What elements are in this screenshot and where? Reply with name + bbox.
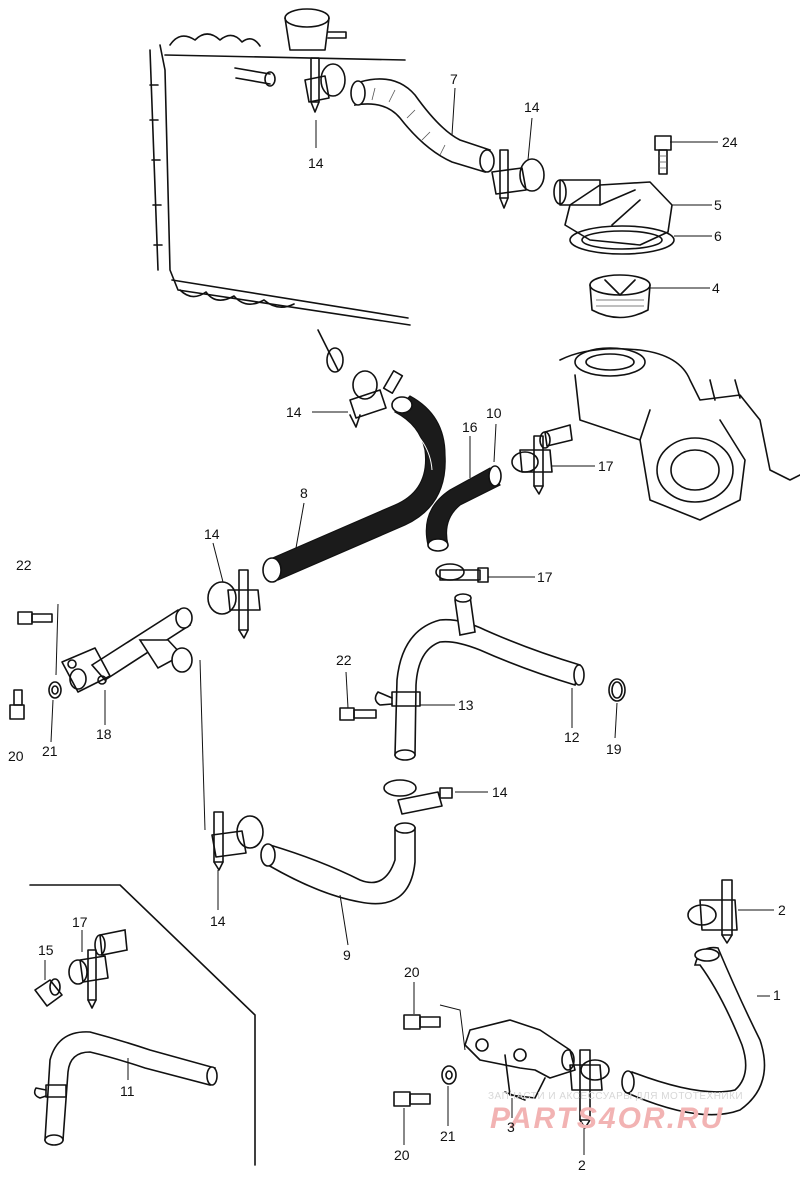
callout-labels: 7 14 14 24 5 6 4 14 16 10 17 8 14 22 17 … — [8, 71, 786, 1173]
inset-hose-stub — [94, 929, 128, 956]
thermostat-cover-5 — [553, 179, 673, 246]
radiator — [149, 8, 411, 373]
hose-7 — [350, 78, 495, 174]
hose-clamp-17a — [511, 435, 553, 495]
hose-8 — [262, 395, 446, 583]
o-ring-19 — [608, 678, 626, 702]
callout-21: 21 — [42, 743, 58, 759]
hose-clamp-14e — [383, 779, 453, 815]
callout-2: 2 — [578, 1157, 586, 1173]
hose-clamp-17c — [68, 949, 109, 1009]
hose-9 — [260, 822, 416, 905]
water-pipe-12 — [394, 593, 585, 761]
hose-clamp-14a — [304, 57, 346, 113]
bolt-24 — [654, 135, 672, 175]
hose-16 — [425, 465, 502, 552]
callout-20: 20 — [404, 964, 420, 980]
clamp-17b — [435, 563, 489, 583]
callout-17: 17 — [537, 569, 553, 585]
callout-12: 12 — [564, 729, 580, 745]
callout-21: 21 — [440, 1128, 456, 1144]
bolt-20c — [393, 1091, 431, 1107]
callout-7: 7 — [450, 71, 458, 87]
bolt-22a — [17, 611, 53, 625]
callout-20: 20 — [394, 1147, 410, 1163]
callout-13: 13 — [458, 697, 474, 713]
leader-lines — [44, 87, 774, 1155]
watermark-logo: PARTS4OR.RU — [490, 1102, 724, 1135]
watermark: ЗАПЧАСТИ И АКСЕССУАРЫ ДЛЯ МОТОТЕХНИКИ PA… — [488, 1091, 743, 1135]
callout-14: 14 — [524, 99, 540, 115]
callout-8: 8 — [300, 485, 308, 501]
gasket-6 — [569, 225, 675, 255]
callout-15: 15 — [38, 942, 54, 958]
callout-3: 3 — [507, 1119, 515, 1135]
water-pipe-18 — [61, 607, 193, 693]
hose-clamp-14f — [211, 811, 264, 871]
pipe-11 — [33, 1031, 218, 1146]
callout-10: 10 — [486, 405, 502, 421]
hose-clamp-2b — [569, 1049, 610, 1129]
callout-14: 14 — [492, 784, 508, 800]
inset-frame — [29, 884, 256, 1166]
callout-1: 1 — [773, 987, 781, 1003]
bracket-13 — [374, 691, 421, 707]
callout-17: 17 — [72, 914, 88, 930]
callout-5: 5 — [714, 197, 722, 213]
callout-22: 22 — [336, 652, 352, 668]
callout-9: 9 — [343, 947, 351, 963]
callout-11: 11 — [120, 1083, 135, 1099]
hose-clamp-2a — [687, 879, 738, 944]
thermostat-4 — [589, 274, 651, 319]
hose-clamp-14c — [349, 370, 404, 428]
callout-14: 14 — [308, 155, 324, 171]
callout-18: 18 — [96, 726, 112, 742]
callout-19: 19 — [606, 741, 622, 757]
callout-24: 24 — [722, 134, 738, 150]
hose-clamp-14d — [207, 569, 261, 639]
callout-16: 16 — [462, 419, 478, 435]
bolt-20b — [403, 1014, 441, 1030]
water-joint-3 — [464, 1019, 576, 1101]
plug-15 — [34, 978, 63, 1007]
callout-14: 14 — [286, 404, 302, 420]
callout-20: 20 — [8, 748, 24, 764]
bolt-22b — [339, 707, 377, 721]
callout-17: 17 — [598, 458, 614, 474]
callout-14: 14 — [204, 526, 220, 542]
washer-21a — [48, 681, 62, 699]
callout-4: 4 — [712, 280, 720, 296]
hose-clamp-14b — [491, 149, 545, 209]
hose-1 — [621, 946, 766, 1116]
engine-water-pump-housing — [539, 347, 800, 521]
bolt-20a — [9, 689, 25, 720]
washer-21b — [441, 1065, 457, 1085]
watermark-tagline: ЗАПЧАСТИ И АКСЕССУАРЫ ДЛЯ МОТОТЕХНИКИ — [488, 1091, 743, 1102]
callout-6: 6 — [714, 228, 722, 244]
callout-2: 2 — [778, 902, 786, 918]
callout-14: 14 — [210, 913, 226, 929]
callout-22: 22 — [16, 557, 32, 573]
